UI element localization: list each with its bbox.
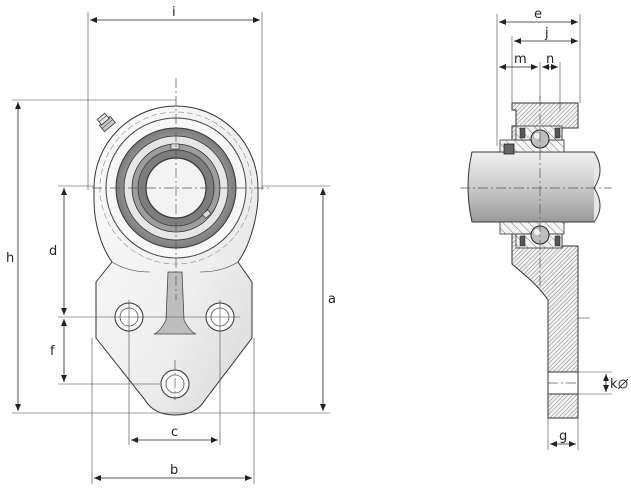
dim-label-f: f: [50, 344, 55, 359]
dim-label-e: e: [534, 7, 542, 22]
dim-label-j: j: [544, 26, 549, 41]
shaft: [467, 151, 601, 223]
dim-label-g: g: [559, 429, 567, 444]
dim-label-h: h: [6, 251, 14, 266]
section-view: [460, 96, 612, 419]
front-view-dimensions: i h d f a c b: [6, 5, 336, 484]
diameter-icon: [617, 378, 629, 390]
dim-label-k: k: [610, 377, 618, 392]
set-screw: [503, 143, 515, 155]
dim-label-m: m: [514, 52, 527, 67]
dim-label-b: b: [170, 463, 178, 478]
dim-label-c: c: [171, 425, 178, 440]
dim-label-i: i: [172, 5, 176, 20]
dim-label-d: d: [49, 244, 57, 259]
dim-label-n: n: [546, 52, 554, 67]
section-view-dimensions: e j m n g k: [496, 7, 629, 450]
front-view: [92, 78, 270, 445]
center-rib: [153, 271, 197, 335]
housing-section-lower: [511, 221, 579, 419]
dim-label-a: a: [328, 292, 336, 307]
grease-nipple-icon: [96, 112, 116, 133]
